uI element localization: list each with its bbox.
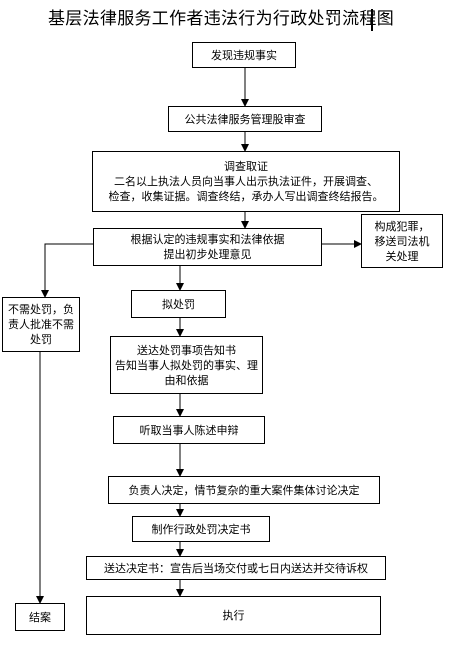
box-notice: 送达处罚事项告知书 告知当事人拟处罚的事实、理 由和依据 bbox=[110, 336, 263, 394]
box-initial-opinion: 根据认定的违规事实和法律依据 提出初步处理意见 bbox=[93, 228, 322, 266]
box-deliver: 送达决定书：宣告后当场交付或七日内送达并交待诉权 bbox=[86, 556, 386, 580]
box-proposed-penalty: 拟处罚 bbox=[131, 290, 226, 318]
box-discover-violation: 发现违规事实 bbox=[192, 42, 296, 68]
box-crime-line3: 关处理 bbox=[385, 249, 419, 263]
box-close-case-label: 结案 bbox=[29, 610, 51, 624]
arrow-opinion-to-no-penalty bbox=[41, 243, 93, 298]
box-deliver-label: 送达决定书：宣告后当场交付或七日内送达并交待诉权 bbox=[104, 561, 368, 575]
box-close-case: 结案 bbox=[15, 603, 65, 631]
box-crime-line2: 移送司法机 bbox=[374, 234, 430, 248]
box-investigate-line1: 二名以上执法人员向当事人出示执法证件，开展调查、 bbox=[114, 175, 378, 188]
box-review-label: 公共法律服务管理股审查 bbox=[184, 112, 306, 126]
box-no-penalty-line1: 不需处罚，负 bbox=[8, 303, 74, 316]
box-notice-line2: 告知当事人拟处罚的事实、理 bbox=[115, 358, 258, 372]
box-opinion-line2: 提出初步处理意见 bbox=[163, 248, 252, 261]
box-decision-label: 负责人决定，情节复杂的重大案件集体讨论决定 bbox=[128, 483, 360, 497]
box-make-decision: 制作行政处罚决定书 bbox=[132, 516, 270, 542]
box-review: 公共法律服务管理股审查 bbox=[168, 106, 322, 132]
box-investigate-line2: 检查，收集证据。调查终结，承办人写出调查终结报告。 bbox=[108, 190, 384, 203]
box-notice-line3: 由和依据 bbox=[164, 373, 209, 387]
box-opinion-line1: 根据认定的违规事实和法律依据 bbox=[130, 233, 285, 246]
box-execute: 执行 bbox=[86, 596, 381, 635]
box-notice-line1: 送达处罚事项告知书 bbox=[137, 343, 236, 357]
box-investigate-title: 调查取证 bbox=[224, 160, 268, 173]
box-investigate: 调查取证 二名以上执法人员向当事人出示执法证件，开展调查、 检查，收集证据。调查… bbox=[92, 151, 400, 212]
box-no-penalty-line2: 责人批准不需 bbox=[8, 318, 74, 331]
box-no-penalty: 不需处罚，负 责人批准不需 处罚 bbox=[2, 297, 80, 352]
box-hearing-label: 听取当事人陈述申辩 bbox=[139, 423, 239, 437]
page-title: 基层法律服务工作者违法行为行政处罚流程图 bbox=[48, 9, 394, 29]
box-crime-line1: 构成犯罪， bbox=[374, 219, 430, 233]
box-hearing: 听取当事人陈述申辩 bbox=[113, 416, 265, 444]
box-no-penalty-line3: 处罚 bbox=[30, 333, 52, 346]
box-decision: 负责人决定，情节复杂的重大案件集体讨论决定 bbox=[108, 476, 380, 504]
box-proposed-label: 拟处罚 bbox=[162, 297, 195, 311]
box-crime: 构成犯罪， 移送司法机 关处理 bbox=[361, 214, 443, 268]
text-cursor bbox=[371, 9, 373, 31]
box-execute-label: 执行 bbox=[222, 609, 245, 622]
box-make-decision-label: 制作行政处罚决定书 bbox=[151, 522, 251, 536]
box-discover-label: 发现违规事实 bbox=[211, 48, 277, 62]
